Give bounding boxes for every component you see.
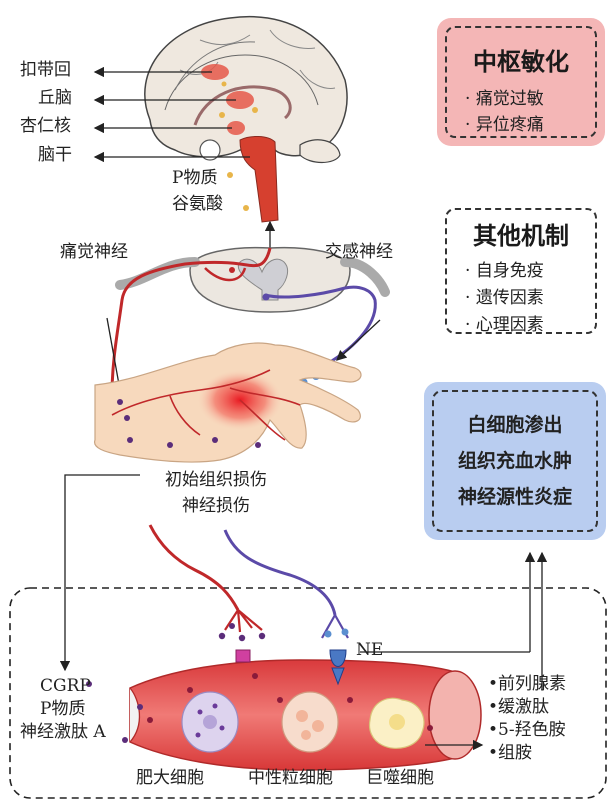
mast-cell [182, 692, 238, 752]
injury-tissue-label: 初始组织损伤 [165, 470, 267, 490]
central-sensitization-box: 中枢敏化 · 痛觉过敏 · 异位疼痛 [437, 18, 605, 146]
brain-label-cingulate: 扣带回 [20, 60, 71, 80]
central-item-hyperalgesia: · 痛觉过敏 [465, 84, 544, 109]
macrophage [370, 698, 424, 748]
central-sensitization-title: 中枢敏化 [437, 42, 605, 77]
neutrophil [282, 692, 338, 752]
inflammation-neurogenic: 神经源性炎症 [424, 482, 606, 509]
cell-label-neutrophil: 中性粒细胞 [248, 768, 333, 788]
sympathetic-nerve-label: 交感神经 [325, 242, 393, 262]
mediator-cgrp: CGRP [40, 676, 91, 696]
inflammation-box: 白细胞渗出 组织充血水肿 神经源性炎症 [424, 382, 606, 540]
inflammation-edema: 组织充血水肿 [424, 446, 606, 473]
brain-label-brainstem: 脑干 [38, 145, 72, 165]
brain-illustration [145, 17, 347, 222]
transmitter-glutamate: 谷氨酸 [172, 194, 223, 214]
transmitter-substance-p: P物质 [172, 168, 217, 188]
injury-nerve-label: 神经损伤 [182, 496, 250, 516]
hand-illustration [95, 343, 361, 462]
central-item-allodynia: · 异位疼痛 [465, 110, 544, 135]
other-item-genetic: · 遗传因素 [465, 283, 544, 308]
brain-label-amygdala: 杏仁核 [20, 116, 71, 136]
mediator-histamine: •组胺 [488, 743, 532, 763]
other-mechanisms-box: 其他机制 · 自身免疫 · 遗传因素 · 心理因素 [437, 200, 605, 342]
pain-nerve-label: 痛觉神经 [60, 242, 128, 262]
cell-label-macrophage: 巨噬细胞 [366, 768, 434, 788]
mediator-bradykinin: •缓激肽 [488, 697, 549, 717]
mediator-neurokinin-a: 神经激肽 A [20, 722, 106, 742]
inflammation-leukocyte: 白细胞渗出 [424, 410, 606, 437]
ne-label: NE [356, 640, 383, 660]
mediator-substance-p: P物质 [40, 699, 85, 719]
other-item-autoimmune: · 自身免疫 [465, 256, 544, 281]
other-item-psychological: · 心理因素 [465, 310, 544, 335]
mediator-prostaglandin: •前列腺素 [488, 674, 566, 694]
other-mechanisms-title: 其他机制 [437, 216, 605, 251]
mediator-serotonin: •5-羟色胺 [488, 720, 566, 740]
brain-label-thalamus: 丘脑 [38, 88, 72, 108]
cell-label-mast: 肥大细胞 [136, 768, 204, 788]
